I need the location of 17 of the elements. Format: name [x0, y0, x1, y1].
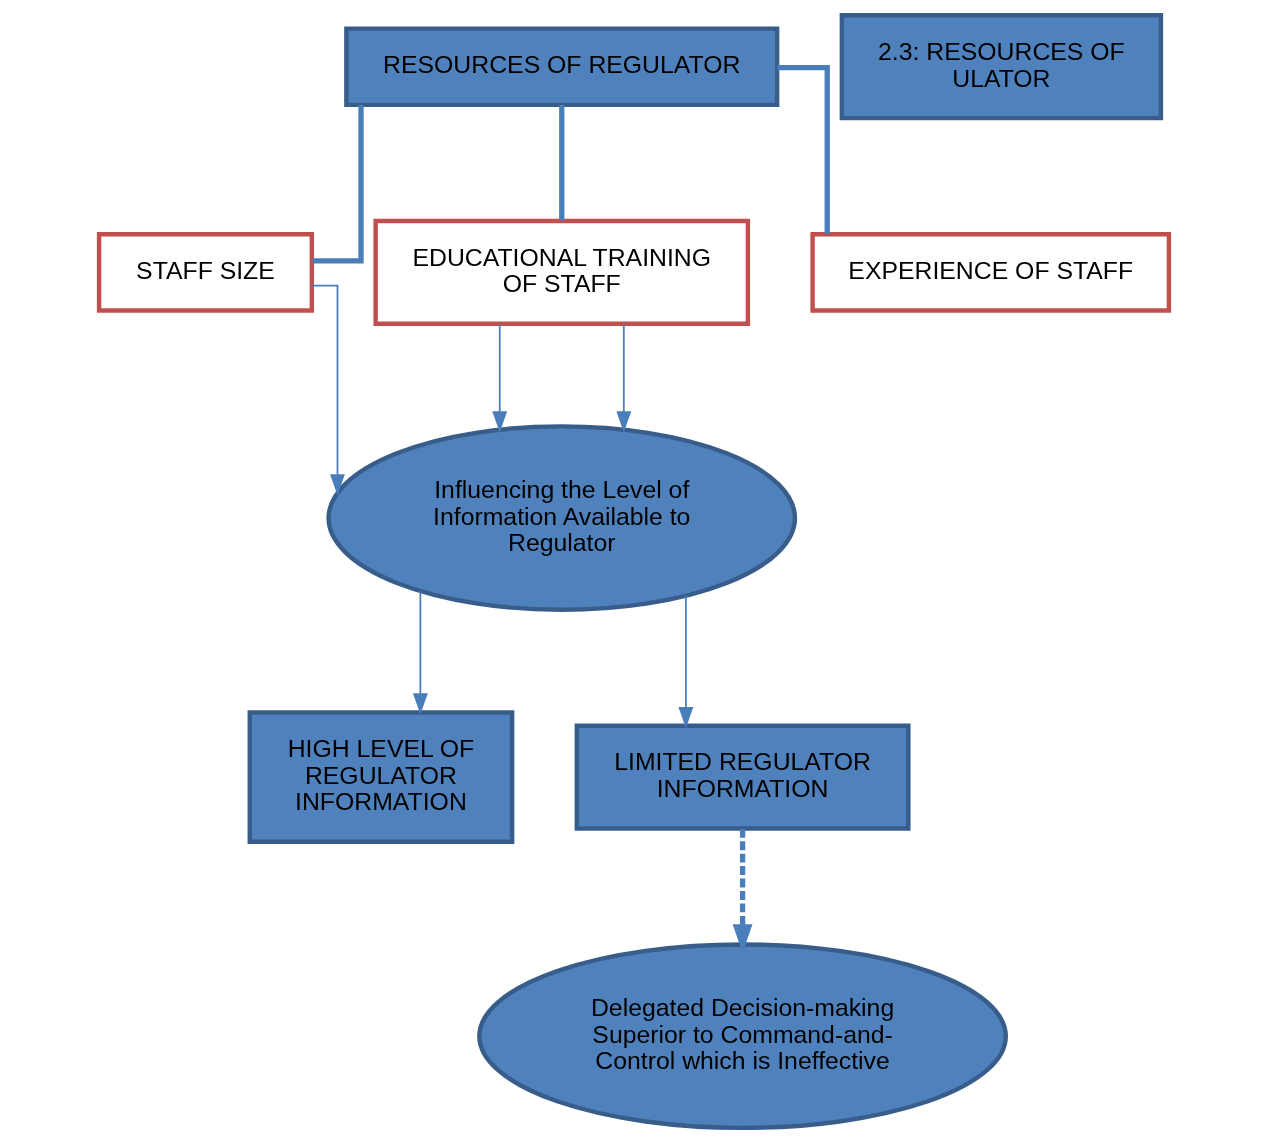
connector [558, 104, 564, 221]
node-ellipse: Influencing the Level of Information Available to Regulator [325, 424, 797, 613]
arrow [615, 323, 631, 433]
arrow [677, 594, 693, 729]
arrow [310, 284, 345, 496]
node-ellipse: Delegated Decision-making Superior to Command-and-Control which is Ineffective [476, 942, 1008, 1131]
connector [776, 64, 830, 234]
node-box: EXPERIENCE OF STAFF [809, 232, 1171, 313]
arrow [491, 323, 507, 433]
node-box: LIMITED REGULATOR INFORMATION [574, 723, 911, 831]
arrow [412, 590, 428, 715]
connector [312, 105, 364, 264]
node-box: STAFF SIZE [96, 232, 314, 313]
node-box: RESOURCES OF REGULATOR [343, 26, 779, 108]
node-box: HIGH LEVEL OF REGULATOR INFORMATION [247, 710, 514, 845]
node-box: 2.3: RESOURCES OF ULATOR [839, 13, 1163, 121]
node-box: EDUCATIONAL TRAINING OF STAFF [372, 218, 750, 326]
